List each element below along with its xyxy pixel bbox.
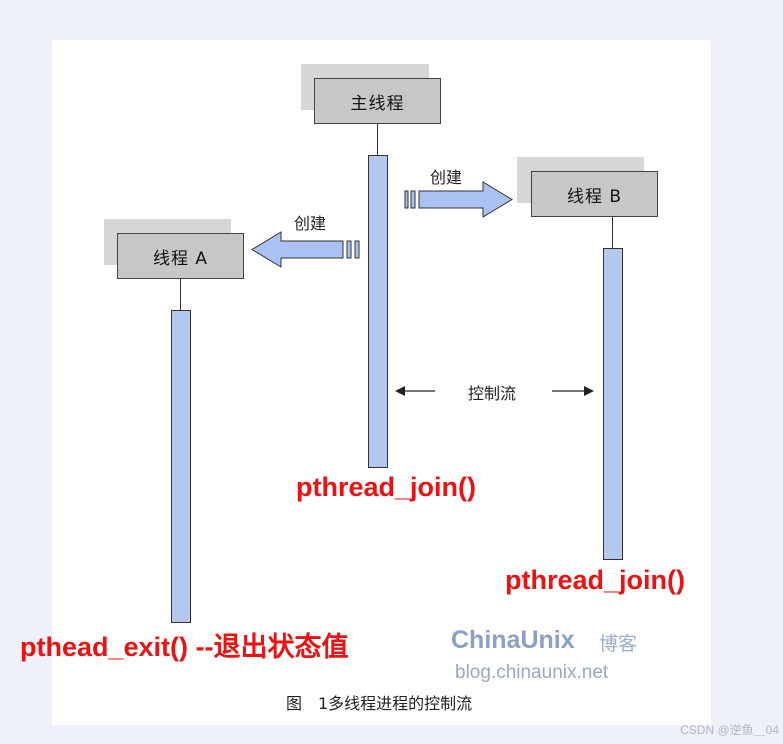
- create-label-b: 创建: [430, 168, 463, 187]
- thread-a-exit-annotation: pthead_exit() --退出状态值: [20, 632, 349, 662]
- chinaunix-url: blog.chinaunix.net: [455, 662, 609, 683]
- thread-a-box: 线程 A: [117, 233, 244, 279]
- thread-a-label: 线程 A: [152, 248, 209, 269]
- main-thread-label: 主线程: [350, 93, 405, 114]
- control-flow-left-arrow: [395, 386, 435, 396]
- thread-b-join-annotation: pthread_join(): [505, 565, 685, 595]
- create-arrow-b: [404, 181, 513, 218]
- thread-b-connector: [612, 217, 613, 248]
- control-flow-right-arrow: [552, 386, 594, 396]
- main-thread-box: 主线程: [314, 78, 441, 124]
- thread-a-lifeline: [171, 310, 191, 623]
- figure-caption: 图 1多线程进程的控制流: [286, 694, 473, 713]
- main-thread-connector: [377, 124, 378, 155]
- control-flow-label: 控制流: [468, 384, 517, 403]
- csdn-watermark: CSDN @逆鱼＿04: [680, 723, 779, 737]
- thread-b-lifeline: [603, 248, 623, 560]
- chinaunix-logo: ChinaUnix: [451, 626, 575, 654]
- main-thread-lifeline: [368, 155, 388, 468]
- create-label-a: 创建: [294, 214, 327, 233]
- thread-a-connector: [180, 279, 181, 310]
- thread-b-label: 线程 B: [566, 186, 623, 207]
- create-arrow-a: [251, 231, 360, 268]
- chinaunix-logo-blog: 博客: [599, 633, 638, 655]
- main-thread-join-annotation: pthread_join(): [296, 472, 476, 502]
- thread-b-box: 线程 B: [531, 171, 658, 217]
